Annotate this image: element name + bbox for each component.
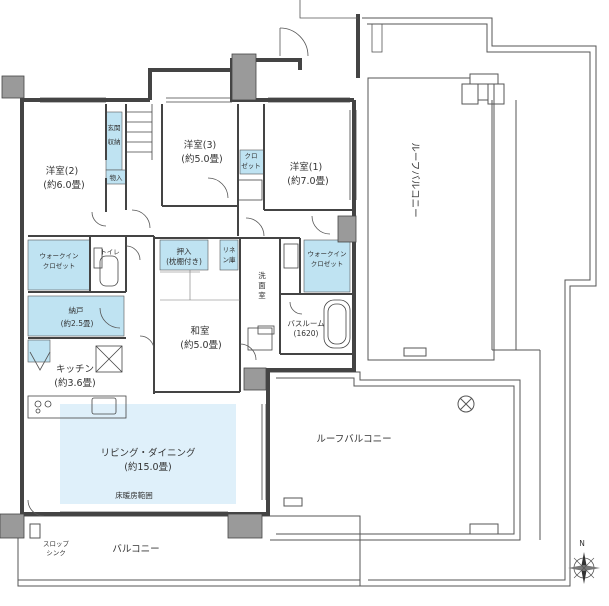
walkin-right-label-2: クロゼット — [311, 259, 344, 268]
entrance-storage-label-2: 収納 — [108, 137, 121, 146]
kitchen-name: キッチン — [56, 364, 94, 375]
slop-sink-label-1: スロップ — [43, 540, 70, 548]
linen-label-2: ン庫 — [223, 255, 237, 264]
washroom-label-3: 室 — [258, 290, 266, 300]
entrance-steps — [126, 104, 153, 160]
washbasin-icon — [283, 243, 299, 269]
monoire-label: 物入 — [110, 173, 124, 182]
area-labels: 玄関 収納 物入 クロ ゼット ウォークイン クロゼット ウォークイン クロゼッ… — [40, 123, 421, 557]
ldk-size: (約15.0畳) — [124, 461, 172, 473]
storeroom-name: 納戸 — [69, 305, 84, 315]
roof-balcony-right-label: ルーフバルコニー — [409, 142, 420, 217]
roof-balcony-lower-boundary — [270, 371, 521, 541]
walkin-right-label-1: ウォークイン — [308, 250, 347, 258]
japanese-size: (約5.0畳) — [180, 339, 222, 351]
north-label: N — [579, 539, 585, 548]
top-details — [299, 0, 383, 53]
balcony-boundary — [17, 515, 361, 587]
kitchen-size: (約3.6畳) — [54, 377, 96, 389]
roof-balcony-lower-label: ルーフバルコニー — [316, 434, 391, 445]
tatami-lines — [160, 270, 240, 301]
bathtub-icon — [323, 299, 351, 349]
fixtures — [27, 179, 351, 419]
interior-walls — [28, 104, 354, 394]
japanese-name: 和室 — [190, 325, 209, 337]
western2-size: (約6.0畳) — [43, 179, 85, 191]
closet-label-2: ゼット — [241, 161, 261, 170]
western2-name: 洋室(2) — [46, 165, 78, 177]
linen-label-1: リネ — [223, 246, 237, 254]
balcony-label: バルコニー — [112, 544, 159, 555]
heated-floor-area — [60, 404, 236, 504]
oshiire-label-1: 押入 — [177, 246, 192, 256]
toilet-icon — [99, 255, 119, 287]
storeroom-size: (約2.5畳) — [61, 318, 94, 328]
roof-balcony-right-boundary — [360, 17, 597, 587]
walkin-left-label-2: クロゼット — [43, 261, 76, 270]
western1-size: (約7.0畳) — [287, 175, 329, 187]
toilet-label: トイレ — [100, 248, 120, 256]
ldk-name: リビング・ダイニング — [100, 447, 196, 459]
western1-name: 洋室(1) — [290, 161, 322, 173]
western3-name: 洋室(3) — [184, 139, 216, 151]
washroom-label-2: 面 — [258, 281, 266, 290]
roof-drain-icon — [457, 395, 475, 413]
stove-icon — [34, 400, 42, 408]
floor-heating-label: 床暖房範囲 — [115, 490, 153, 500]
door-swings — [27, 27, 331, 517]
room-labels: 洋室(2) (約6.0畳) 洋室(3) (約5.0畳) 洋室(1) (約7.0畳… — [43, 139, 329, 473]
bathroom-label-1: バスルーム — [287, 319, 324, 328]
closet-label-1: クロ — [245, 152, 258, 160]
washroom-label-1: 洗 — [258, 270, 266, 280]
slop-sink-label-2: シンク — [46, 549, 66, 557]
window-lines — [40, 97, 357, 517]
columns — [0, 53, 357, 539]
bathroom-label-2: (1620) — [294, 329, 319, 338]
oshiire-label-2: (枕棚付き) — [166, 256, 202, 266]
storage-areas — [27, 111, 351, 363]
kitchen-sink-icon — [91, 397, 117, 415]
western3-size: (約5.0畳) — [181, 153, 223, 165]
walkin-left-label-1: ウォークイン — [40, 252, 79, 260]
entrance-storage-label-1: 玄関 — [108, 123, 121, 132]
north-arrow: N — [568, 539, 600, 584]
